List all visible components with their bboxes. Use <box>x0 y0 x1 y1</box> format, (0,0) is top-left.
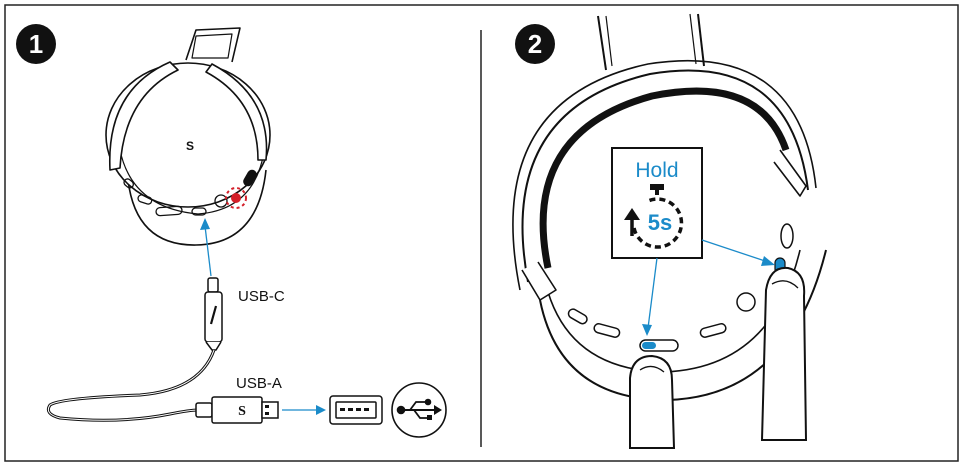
callout-pointer-right <box>701 239 775 266</box>
panel-step-2: 2 <box>512 13 827 449</box>
step-2-badge: 2 <box>515 24 555 64</box>
usb-symbol-icon <box>391 382 447 438</box>
plug-in-arrow <box>200 218 212 277</box>
led-indicator <box>225 187 247 209</box>
hold-label: Hold <box>635 159 678 182</box>
brand-logo: S <box>186 139 194 153</box>
callout-pointer-left <box>642 257 658 336</box>
step-1-number: 1 <box>29 29 43 59</box>
power-button-highlight <box>642 342 656 349</box>
finger-icon <box>629 354 676 449</box>
panel-step-1: 1 S <box>16 24 447 438</box>
step-1-badge: 1 <box>16 24 56 64</box>
usb-port-icon <box>329 395 383 425</box>
finger-icon <box>760 266 808 441</box>
insert-arrow <box>282 405 326 415</box>
hold-callout: Hold 5s <box>611 147 703 259</box>
usb-c-label: USB-C <box>238 288 285 305</box>
step-2-number: 2 <box>528 29 542 59</box>
usb-a-label: USB-A <box>236 375 282 392</box>
stopwatch-icon <box>624 184 684 249</box>
usb-c-plug-icon <box>204 277 223 351</box>
svg-text:S: S <box>238 404 246 419</box>
usb-a-plug-icon: S <box>195 396 279 424</box>
duration-label: 5s <box>648 210 672 235</box>
